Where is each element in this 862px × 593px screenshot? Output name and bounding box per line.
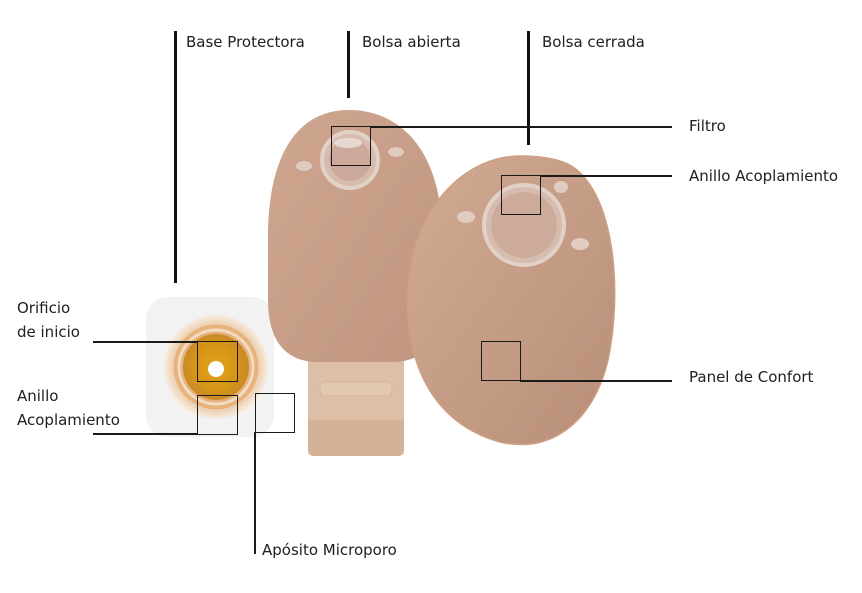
label-panel-de-confort: Panel de Confort [689, 368, 814, 386]
label-anillo-acoplamiento-bolsa: Anillo Acoplamiento [689, 167, 839, 185]
microporous-tape-box [255, 393, 295, 433]
pouch-coupling-ring-box [501, 175, 541, 215]
closed-pouch-illustration [406, 155, 616, 446]
label-base-protectora: Base Protectora [186, 33, 305, 51]
label-filtro: Filtro [689, 117, 726, 135]
base-coupling-ring-leader-line [93, 433, 198, 435]
filter-highlight-box [331, 126, 371, 166]
pouch-coupling-ring-leader-line [540, 175, 672, 177]
comfort-panel-leader-line [520, 380, 672, 382]
label-orificio-line2: de inicio [17, 323, 80, 341]
filter-leader-line [370, 126, 672, 128]
base-marker-line [174, 31, 177, 283]
label-orificio-line1: Orificio [17, 299, 71, 317]
starter-hole-box [197, 341, 238, 382]
open-pouch-marker-line [347, 31, 350, 98]
comfort-panel-box [481, 341, 521, 381]
microporous-tape-leader-line [254, 432, 256, 554]
label-anillo-base-line2: Acoplamiento [17, 411, 120, 429]
label-bolsa-abierta: Bolsa abierta [362, 33, 461, 51]
closed-pouch-marker-line [527, 31, 530, 145]
starter-hole-leader-line [93, 341, 198, 343]
label-aposito-microporo: Apósito Microporo [262, 541, 397, 559]
open-pouch-illustration [268, 110, 442, 456]
label-bolsa-cerrada: Bolsa cerrada [542, 33, 645, 51]
label-anillo-base-line1: Anillo [17, 387, 59, 405]
base-coupling-ring-box [197, 395, 238, 435]
